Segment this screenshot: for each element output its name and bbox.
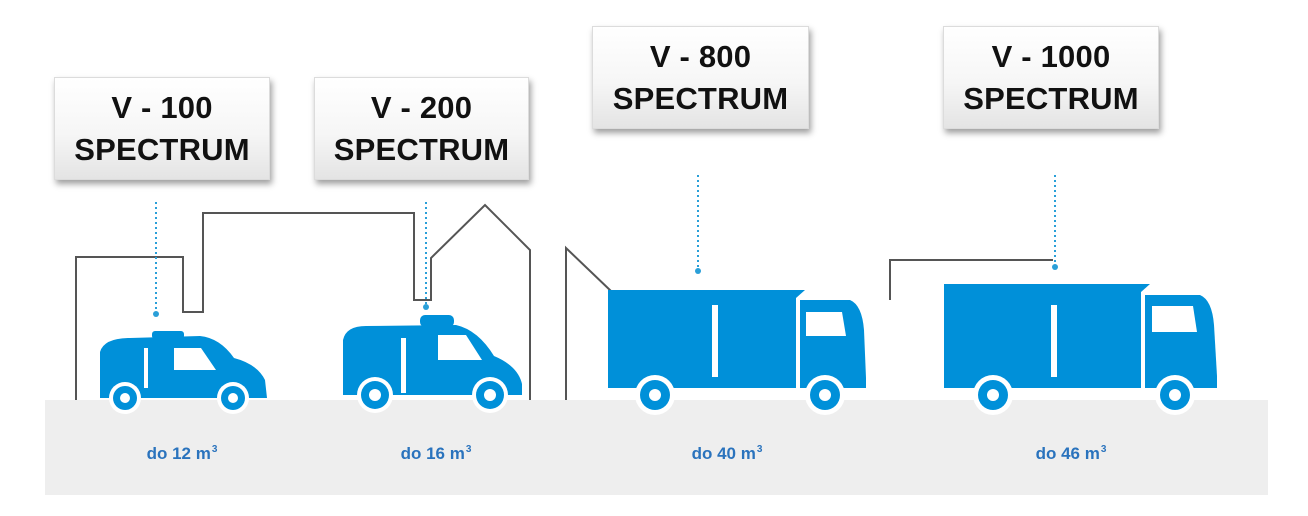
capacity-text: do 46 m — [1035, 444, 1100, 463]
antenna-dots — [153, 264, 1058, 317]
box-truck-icon-2 — [944, 284, 1217, 415]
model-name: SPECTRUM — [963, 80, 1139, 116]
building-outline-2 — [565, 245, 613, 400]
ground-strip — [45, 400, 1268, 495]
small-van-icon — [100, 331, 267, 414]
model-name: SPECTRUM — [333, 131, 510, 167]
capacity-text: do 12 m — [146, 444, 211, 463]
model-number: V - 800 — [649, 38, 752, 74]
box-truck-icon-1 — [608, 290, 866, 415]
capacity-superscript: 3 — [465, 444, 472, 455]
model-label-v1000: V - 1000 SPECTRUM — [943, 26, 1159, 129]
building-outlines — [75, 203, 1053, 400]
model-name: SPECTRUM — [74, 131, 250, 167]
capacity-superscript: 3 — [1100, 444, 1107, 455]
model-name: SPECTRUM — [612, 80, 789, 116]
capacity-text: do 40 m — [691, 444, 756, 463]
van-icon — [343, 315, 522, 413]
capacity-superscript: 3 — [211, 444, 218, 455]
capacity-label-v100: do 12 m3 — [102, 444, 262, 464]
capacity-label-v800: do 40 m3 — [647, 444, 807, 464]
capacity-superscript: 3 — [756, 444, 763, 455]
antenna-lines — [155, 175, 1056, 312]
building-outline-1 — [75, 203, 531, 400]
model-label-v800: V - 800 SPECTRUM — [592, 26, 809, 129]
capacity-text: do 16 m — [400, 444, 465, 463]
model-number: V - 200 — [370, 89, 473, 125]
antenna-dot-3 — [695, 268, 701, 274]
capacity-label-v200: do 16 m3 — [356, 444, 516, 464]
capacity-label-v1000: do 46 m3 — [991, 444, 1151, 464]
model-label-v100: V - 100 SPECTRUM — [54, 77, 270, 180]
model-label-v200: V - 200 SPECTRUM — [314, 77, 529, 180]
model-number: V - 100 — [111, 89, 213, 125]
model-number: V - 1000 — [991, 38, 1111, 74]
antenna-dot-1 — [153, 311, 159, 317]
building-outline-3 — [889, 259, 1053, 300]
antenna-dot-2 — [423, 304, 429, 310]
antenna-dot-4 — [1052, 264, 1058, 270]
